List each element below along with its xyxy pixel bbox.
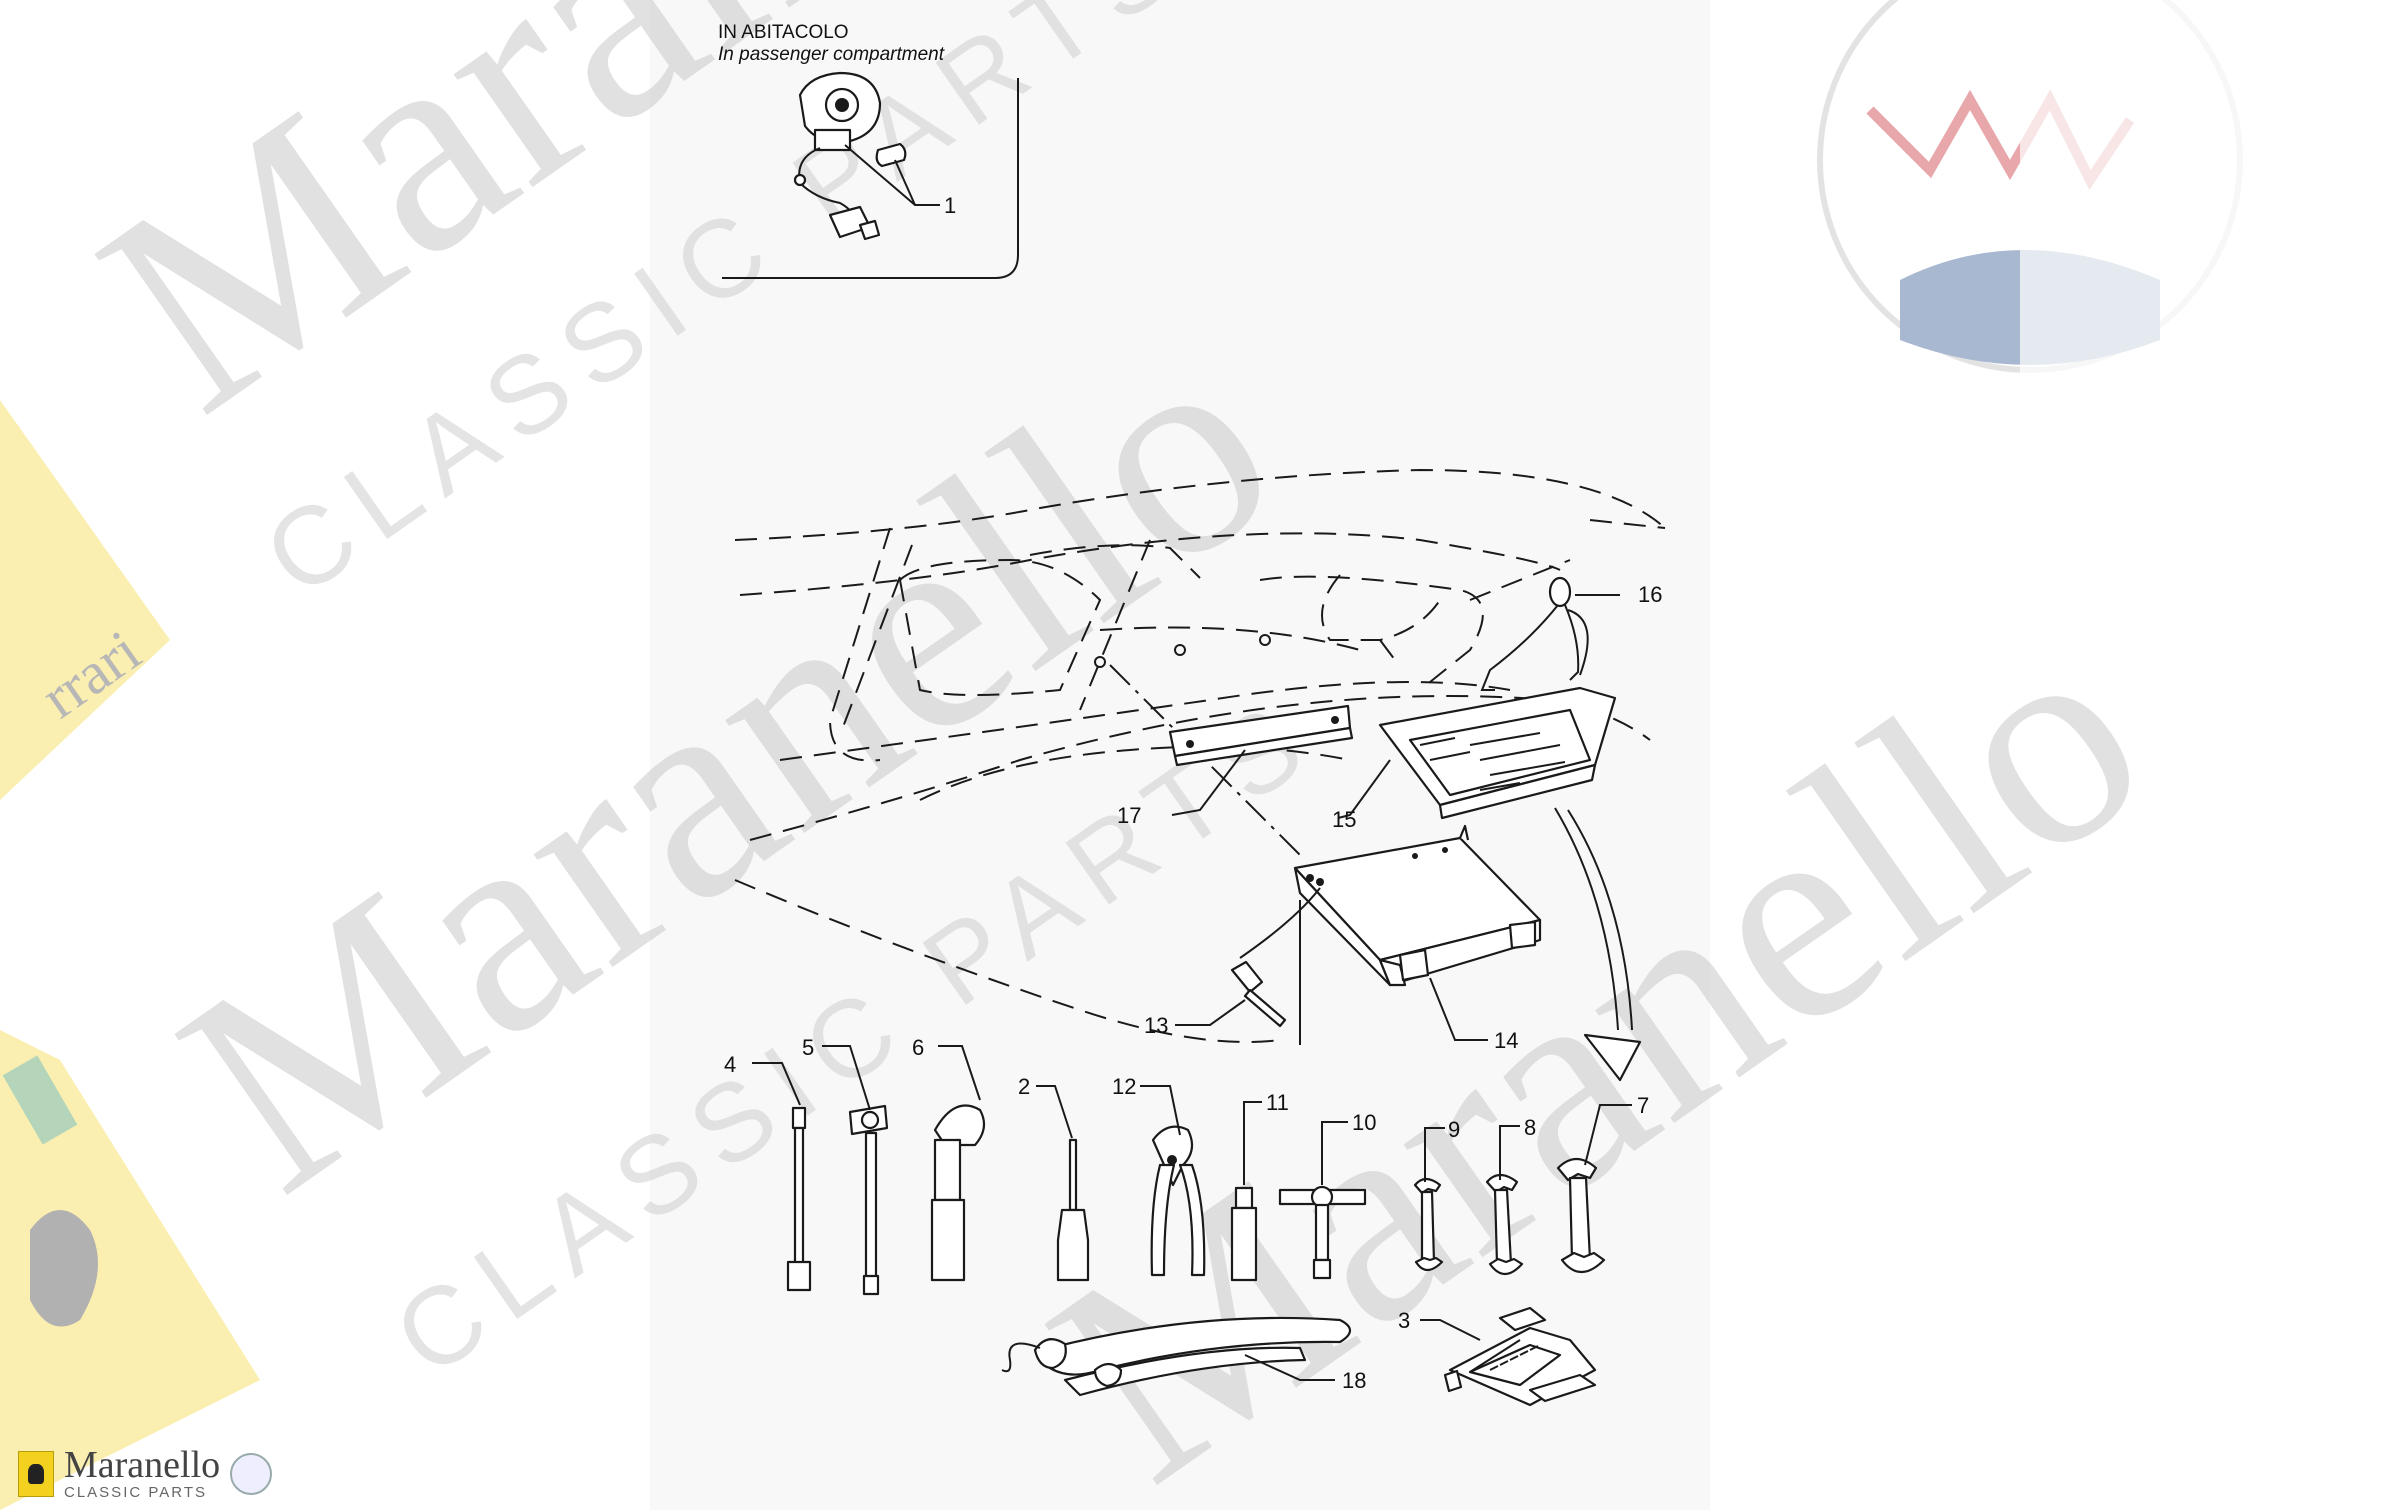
callout-3: 3 xyxy=(1398,1308,1410,1333)
maserati-emblem-icon xyxy=(230,1452,273,1495)
callout-13: 13 xyxy=(1144,1013,1168,1038)
callout-7: 7 xyxy=(1637,1093,1649,1118)
callout-12: 12 xyxy=(1112,1074,1136,1099)
part-18-strap: 18 xyxy=(1001,1316,1366,1397)
callout-18: 18 xyxy=(1342,1368,1366,1393)
inset-title-it: IN ABITACOLO xyxy=(718,22,849,43)
callout-14: 14 xyxy=(1494,1028,1518,1053)
callout-10: 10 xyxy=(1352,1110,1376,1135)
part-13-bolt: 13 xyxy=(1144,960,1287,1038)
tools-row: 4 5 6 xyxy=(724,1035,1649,1296)
callout-17: 17 xyxy=(1117,803,1141,828)
inset-passenger-compartment: IN ABITACOLO In passenger compartment 1 xyxy=(718,22,1019,279)
ferrari-shield-icon xyxy=(18,1450,54,1497)
brand-name: Maranello xyxy=(64,1444,221,1486)
part-4-extension-bar: 4 xyxy=(724,1052,812,1292)
part-11-socket: 11 xyxy=(1230,1090,1289,1282)
callout-9: 9 xyxy=(1448,1117,1460,1142)
part-2-screwdriver: 2 xyxy=(1018,1074,1090,1282)
part-3-jack: 3 xyxy=(1398,1306,1597,1407)
part-6-box-wrench: 6 xyxy=(912,1035,986,1282)
brand-tagline: CLASSIC PARTS xyxy=(64,1484,207,1501)
part-17-bracket: 17 xyxy=(1117,704,1354,828)
part-15-tray-cover: 15 xyxy=(1332,686,1617,832)
part-5-t-handle: 5 xyxy=(802,1035,889,1296)
arrow-to-tools xyxy=(1554,807,1642,1082)
callout-5: 5 xyxy=(802,1035,814,1060)
courtesy-light-part xyxy=(793,71,907,241)
ferrari-logo-left-bottom xyxy=(0,1030,260,1510)
part-12-pliers: 12 xyxy=(1112,1074,1206,1277)
callout-8: 8 xyxy=(1524,1115,1536,1140)
brand-text-block: Maranello CLASSIC PARTS xyxy=(64,1446,220,1501)
ferrari-logo-left-top: rrari xyxy=(0,400,170,800)
callout-6: 6 xyxy=(912,1035,924,1060)
brand-footer: Maranello CLASSIC PARTS xyxy=(18,1446,273,1501)
callout-15: 15 xyxy=(1332,807,1356,832)
part-7-spanner-large: 7 xyxy=(1556,1093,1649,1274)
callout-2: 2 xyxy=(1018,1074,1030,1099)
inset-title-en: In passenger compartment xyxy=(718,44,945,65)
part-8-spanner-medium: 8 xyxy=(1485,1115,1536,1276)
part-10-t-wrench: 10 xyxy=(1278,1110,1376,1280)
part-9-spanner-small: 9 xyxy=(1413,1117,1460,1272)
part-14-toolbox: 14 xyxy=(1239,824,1542,1053)
callout-1: 1 xyxy=(944,193,956,218)
callout-16: 16 xyxy=(1638,582,1662,607)
callout-11: 11 xyxy=(1266,1090,1289,1115)
callout-4: 4 xyxy=(724,1052,736,1077)
part-16-hook: 16 xyxy=(1480,576,1662,691)
